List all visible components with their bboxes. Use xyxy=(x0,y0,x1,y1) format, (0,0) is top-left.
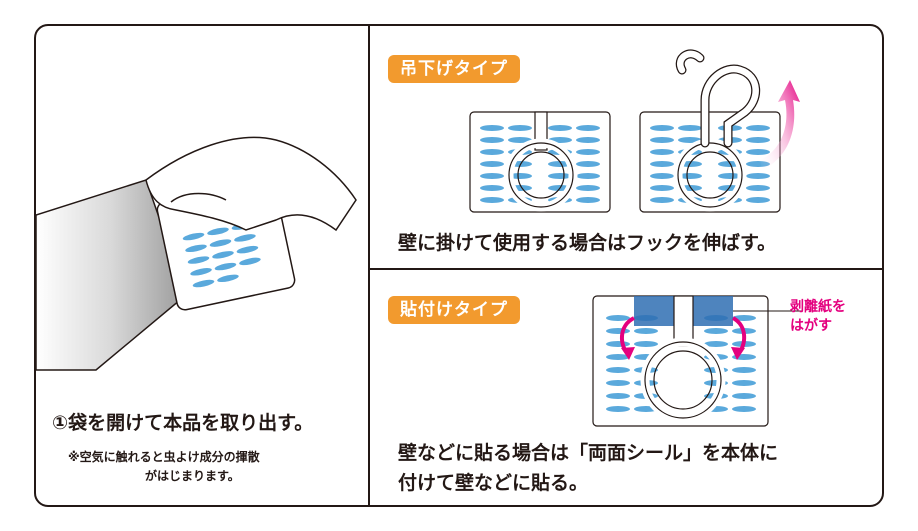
left-main-caption: ①袋を開けて本品を取り出す。 xyxy=(52,412,314,434)
callout-line2: はがす xyxy=(790,318,832,334)
callout-line1: 剥離紙を xyxy=(790,299,846,315)
instruction-frame xyxy=(34,24,884,507)
hand-opening-bag-illustration xyxy=(36,136,357,371)
adhesive-caption-line1: 壁などに貼る場合は「両面シール」を本体に xyxy=(398,442,779,464)
hanging-type-illustration xyxy=(469,49,800,213)
adhesive-type-badge: 貼付けタイプ xyxy=(388,296,520,324)
vertical-divider xyxy=(368,24,370,507)
left-note-line1: ※空気に触れると虫よけ成分の揮散 xyxy=(68,450,260,464)
adhesive-caption-line2: 付けて壁などに貼る。 xyxy=(398,472,589,494)
left-note-line2: がはじまります。 xyxy=(145,469,240,483)
adhesive-type-illustration xyxy=(592,295,803,427)
horizontal-divider xyxy=(369,268,884,270)
hanging-type-badge: 吊下げタイプ xyxy=(388,55,520,83)
hanging-type-caption: 壁に掛けて使用する場合はフックを伸ばす。 xyxy=(398,232,777,254)
